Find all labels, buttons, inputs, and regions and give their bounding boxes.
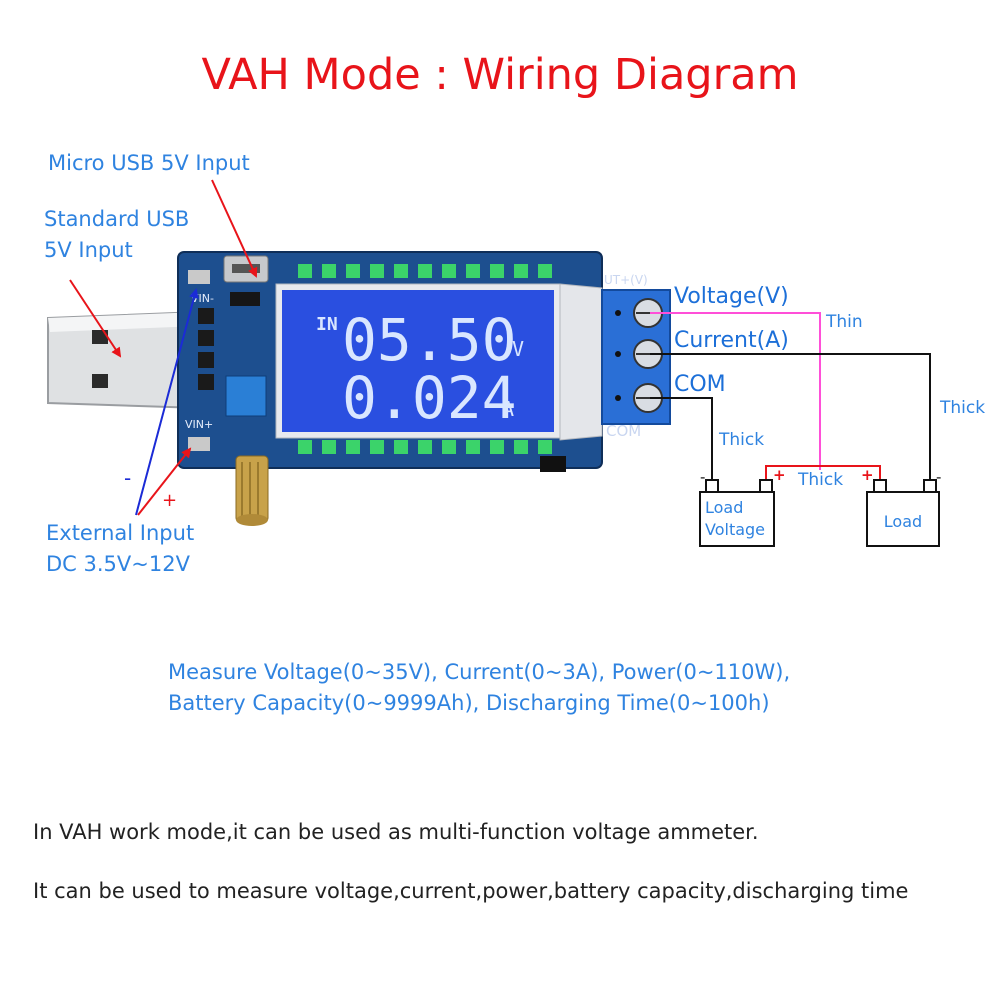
spec-line-1: Measure Voltage(0~35V), Current(0~3A), P… bbox=[168, 660, 791, 684]
potentiometer bbox=[225, 375, 267, 417]
silk-vin-plus: VIN+ bbox=[185, 418, 213, 431]
vin-minus-pad bbox=[188, 270, 210, 284]
lcd-screen bbox=[282, 290, 554, 432]
load-voltage-box: Load Voltage bbox=[699, 491, 775, 547]
wires bbox=[69, 179, 931, 516]
external-input-label: External Input bbox=[46, 521, 195, 545]
load-voltage-label-2: Voltage bbox=[705, 520, 766, 539]
terminal-block bbox=[601, 289, 671, 425]
thick-wire-label-left: Thick bbox=[719, 430, 765, 450]
potentiometer-knob bbox=[235, 455, 269, 526]
com-wire bbox=[650, 397, 713, 480]
bottom-pins bbox=[298, 440, 552, 454]
lcd-current-value: 0.024 bbox=[342, 364, 517, 432]
terminal-voltage-label: Voltage(V) bbox=[674, 284, 789, 309]
body-paragraph-1: In VAH work mode,it can be used as multi… bbox=[33, 820, 759, 844]
micro-usb-arrow bbox=[211, 179, 258, 278]
load-minus: - bbox=[936, 468, 942, 486]
top-pins bbox=[298, 264, 552, 278]
vin-plus-pad bbox=[188, 437, 210, 451]
standard-usb-label: Standard USB bbox=[44, 207, 190, 231]
usb-slot bbox=[92, 374, 108, 388]
thin-wire-label: Thin bbox=[826, 312, 863, 332]
load-label: Load bbox=[883, 512, 923, 531]
terminal-current-label: Current(A) bbox=[674, 328, 789, 353]
silk-com-label: COM bbox=[606, 422, 641, 440]
terminal-com-label: COM bbox=[674, 372, 726, 397]
load-voltage-label: Load bbox=[705, 498, 744, 517]
standard-usb-label-2: 5V Input bbox=[44, 238, 133, 262]
plus-wire bbox=[765, 465, 881, 480]
load-voltage-plus: + bbox=[773, 466, 786, 484]
thin-wire bbox=[650, 312, 821, 470]
lcd-current-unit: A bbox=[502, 397, 514, 421]
lcd-voltage-value: 05.50 bbox=[342, 306, 517, 374]
usb-arrow bbox=[69, 279, 122, 358]
load-plus: + bbox=[861, 466, 874, 484]
current-wire bbox=[650, 353, 931, 480]
micro-usb-label: Micro USB 5V Input bbox=[48, 151, 250, 175]
page-title: VAH Mode : Wiring Diagram bbox=[201, 50, 799, 100]
usb-slot bbox=[92, 330, 108, 344]
spec-line-2: Battery Capacity(0~9999Ah), Discharging … bbox=[168, 691, 770, 715]
silk-out-label: UT+(V) bbox=[604, 273, 648, 287]
plus-sign: + bbox=[162, 490, 178, 511]
minus-sign: - bbox=[124, 466, 132, 490]
load-box: Load bbox=[866, 491, 940, 547]
lcd-voltage-unit: V bbox=[512, 337, 524, 361]
thick-wire-label-bottom: Thick bbox=[798, 470, 844, 490]
load-voltage-minus: - bbox=[700, 468, 706, 486]
thick-wire-label-right: Thick bbox=[940, 398, 986, 418]
vin-plus-arrow bbox=[137, 447, 192, 516]
external-input-label-2: DC 3.5V~12V bbox=[46, 552, 190, 576]
body-paragraph-2: It can be used to measure voltage,curren… bbox=[33, 879, 909, 903]
vin-minus-arrow bbox=[135, 288, 199, 516]
lcd-in: IN bbox=[316, 314, 338, 335]
